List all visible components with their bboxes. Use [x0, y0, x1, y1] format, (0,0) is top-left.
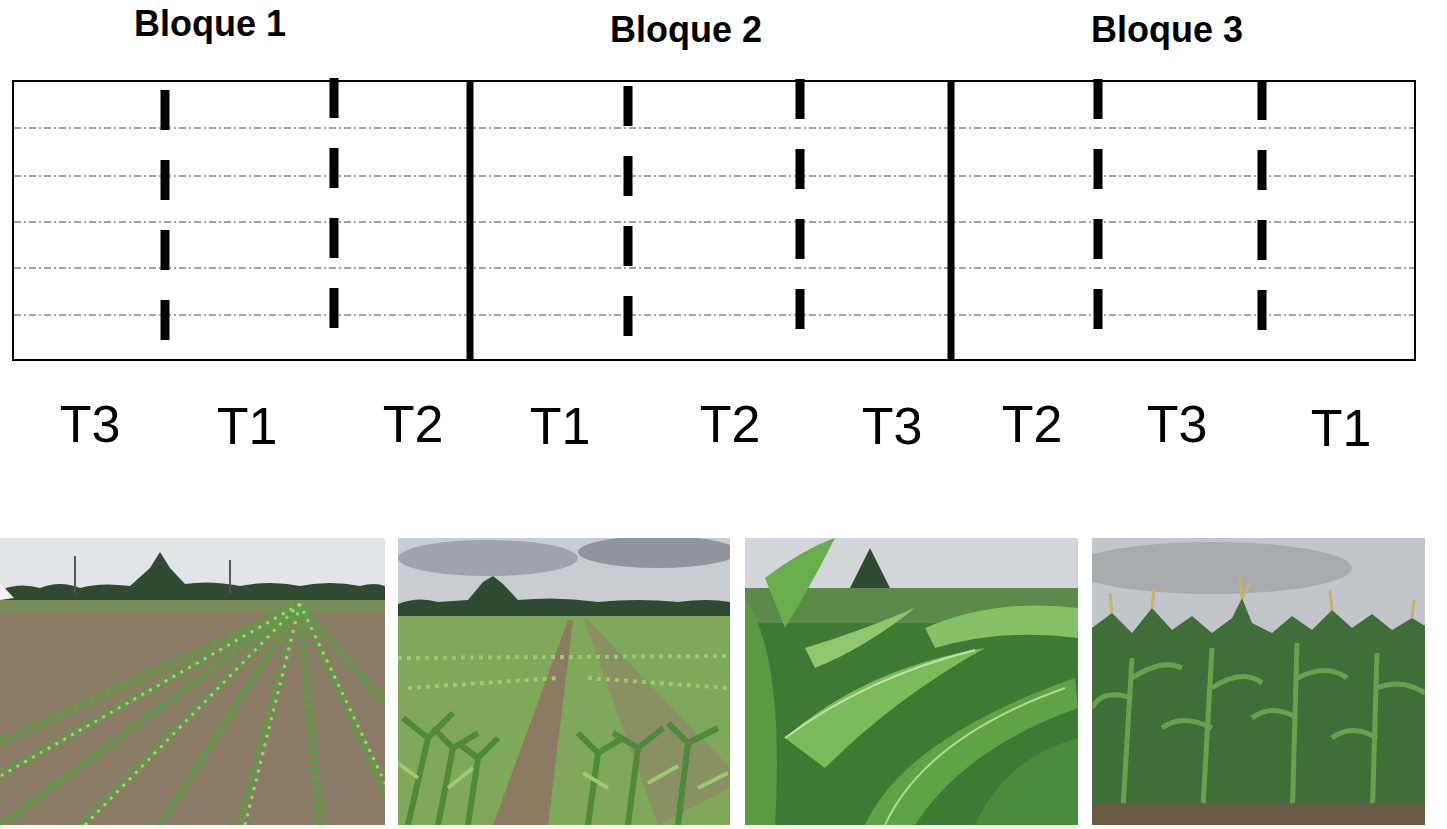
- treatment-label: T1: [217, 400, 278, 452]
- row-line: [14, 315, 1414, 316]
- plant-row: [160, 604, 300, 825]
- plant-row: [85, 604, 300, 825]
- path: [493, 620, 573, 825]
- plant-row: [240, 604, 300, 825]
- block-heading: Bloque 3: [1091, 10, 1243, 50]
- plant-highlights: [0, 604, 405, 825]
- plot-divider: [330, 78, 339, 328]
- tree-line: [0, 552, 385, 604]
- treatment-label: T2: [1002, 398, 1063, 450]
- field-block: Bloque 2: [470, 0, 951, 361]
- stalk: [1092, 658, 1182, 825]
- leaf-highlights: [398, 656, 728, 788]
- row-lines: [14, 128, 1414, 315]
- plant-row: [0, 604, 300, 825]
- leaf: [765, 538, 835, 628]
- plant-row: [80, 604, 300, 825]
- plant: [458, 738, 498, 825]
- block-heading: Bloque 1: [134, 4, 286, 44]
- tent: [0, 583, 14, 600]
- leaf: [398, 763, 728, 788]
- treatment-label: T2: [383, 398, 444, 450]
- treatment-label: T3: [1147, 398, 1208, 450]
- plot-divider: [161, 90, 170, 340]
- treatment-label: T3: [60, 398, 121, 450]
- leaf: [745, 598, 777, 825]
- row-line: [14, 222, 1414, 223]
- plant-row: [0, 604, 300, 825]
- leaf: [805, 608, 915, 668]
- pole: [229, 560, 231, 593]
- tassel: [1110, 578, 1414, 618]
- plot-divider: [624, 86, 633, 336]
- row-line: [14, 176, 1414, 177]
- maize-photo-vegetative: [398, 536, 738, 825]
- treatment-label: T3: [862, 400, 923, 452]
- plot-divider: [1094, 79, 1103, 329]
- leaves: [1092, 643, 1425, 825]
- treatment-label: T1: [530, 400, 591, 452]
- stalk: [1162, 648, 1262, 825]
- plant: [668, 723, 718, 825]
- treatment-label: T2: [700, 398, 761, 450]
- field-block: Bloque 1: [13, 0, 470, 361]
- cloud: [578, 536, 738, 568]
- cloud: [398, 540, 578, 576]
- leaf-vein: [885, 688, 1065, 825]
- tree-line: [398, 576, 730, 618]
- plant-row: [0, 604, 300, 825]
- stalk: [1252, 643, 1347, 825]
- maize-canopy: [1092, 598, 1425, 825]
- plot-dividers: [165, 78, 1262, 340]
- block-divider: [948, 81, 955, 360]
- tassels: [1110, 578, 1414, 618]
- plant-row: [300, 604, 405, 825]
- far-plants: [398, 656, 728, 688]
- block-divider: [467, 81, 474, 360]
- leaf: [865, 678, 1078, 825]
- maize-photo-mature: [1072, 538, 1425, 825]
- plant-row: [245, 604, 300, 825]
- leaf: [975, 738, 1078, 825]
- stalk: [1332, 653, 1425, 825]
- maize-photo-leaves: [745, 538, 1078, 825]
- block-heading: Bloque 2: [610, 10, 762, 50]
- path: [584, 620, 730, 825]
- leaf: [925, 606, 1078, 649]
- plot-divider: [1258, 80, 1267, 330]
- leaf-vein: [785, 650, 975, 738]
- field-outline: [13, 81, 1415, 360]
- plant-row: [0, 604, 300, 825]
- plot-divider: [796, 79, 805, 329]
- field-block: Bloque 3: [951, 0, 1415, 361]
- treatment-label: T1: [1311, 402, 1372, 454]
- plant: [403, 713, 478, 825]
- foliage: [745, 623, 1078, 825]
- row-line: [14, 268, 1414, 269]
- block-dividers: [470, 81, 951, 360]
- far-field: [0, 600, 385, 612]
- sky: [0, 538, 385, 608]
- cloud: [1072, 542, 1352, 594]
- row-line: [14, 128, 1414, 129]
- field: [398, 616, 730, 825]
- pole: [74, 556, 76, 593]
- soil: [1092, 803, 1425, 825]
- sky: [745, 538, 1078, 825]
